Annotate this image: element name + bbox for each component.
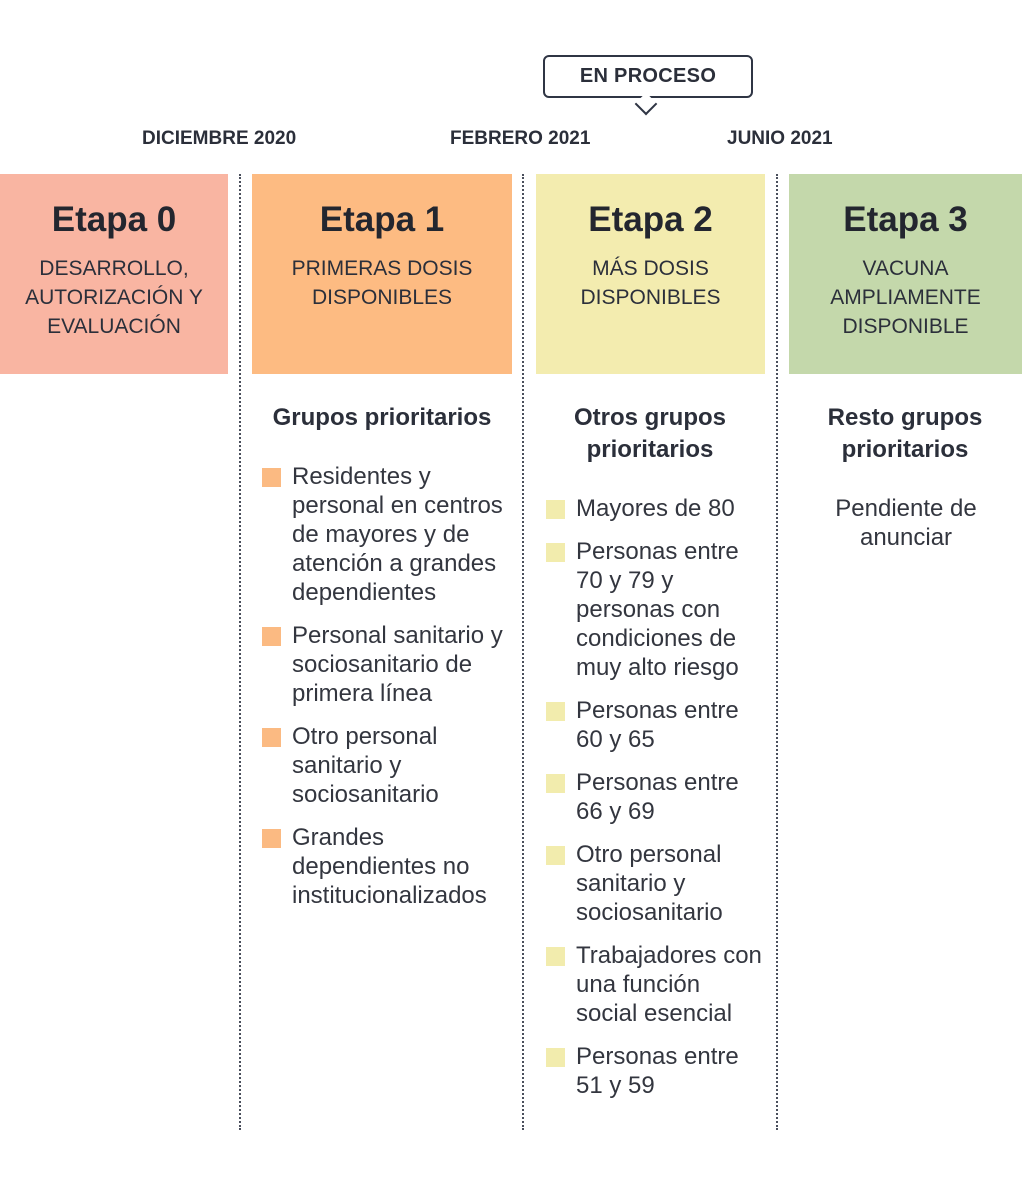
stage-1-group-list: Residentes y personal en centros de mayo… bbox=[262, 462, 522, 924]
list-item-text: Otro personal sanitario y sociosanitario bbox=[576, 841, 723, 926]
timeline-divider bbox=[239, 174, 241, 1130]
list-item-text: Personas entre 66 y 69 bbox=[576, 769, 739, 825]
in-progress-callout: EN PROCESO bbox=[543, 55, 753, 98]
list-item-text: Otro personal sanitario y sociosanitario bbox=[292, 723, 439, 808]
bullet-square-icon bbox=[262, 627, 281, 646]
bullet-square-icon bbox=[546, 1048, 565, 1067]
list-item: Grandes dependientes no institucionaliza… bbox=[262, 823, 522, 910]
stage-title: Etapa 3 bbox=[843, 200, 968, 239]
date-label-jun-2021: JUNIO 2021 bbox=[727, 128, 833, 149]
list-item: Personas entre 60 y 65 bbox=[546, 696, 768, 754]
bullet-square-icon bbox=[262, 728, 281, 747]
stage-title: Etapa 0 bbox=[51, 200, 177, 239]
bullet-square-icon bbox=[262, 829, 281, 848]
bullet-square-icon bbox=[546, 702, 565, 721]
stage-subtitle: PRIMERAS DOSIS DISPONIBLES bbox=[291, 257, 473, 309]
list-item: Personal sanitario y sociosanitario de p… bbox=[262, 621, 522, 708]
list-item: Otro personal sanitario y sociosanitario bbox=[546, 840, 768, 927]
bullet-square-icon bbox=[546, 947, 565, 966]
list-item-text: Grandes dependientes no institucionaliza… bbox=[292, 824, 487, 909]
timeline-divider bbox=[776, 174, 778, 1130]
list-item-text: Mayores de 80 bbox=[576, 495, 735, 522]
timeline-divider bbox=[522, 174, 524, 1130]
list-item-text: Personas entre 51 y 59 bbox=[576, 1043, 739, 1099]
list-item-text: Personal sanitario y sociosanitario de p… bbox=[292, 622, 503, 707]
list-item: Residentes y personal en centros de mayo… bbox=[262, 462, 522, 607]
bullet-square-icon bbox=[546, 500, 565, 519]
list-item-text: Personas entre 60 y 65 bbox=[576, 697, 739, 753]
date-label-feb-2021: FEBRERO 2021 bbox=[450, 128, 591, 149]
stage-title: Etapa 2 bbox=[588, 200, 713, 239]
bullet-square-icon bbox=[546, 846, 565, 865]
list-item: Trabajadores con una función social esen… bbox=[546, 941, 768, 1028]
stage-3-pending-note: Pendiente de anunciar bbox=[835, 495, 977, 551]
stage-3-box: Etapa 3 VACUNA AMPLIAMENTE DISPONIBLE bbox=[789, 174, 1022, 374]
stage-subtitle: DESARROLLO, AUTORIZACIÓN Y EVALUACIÓN bbox=[25, 257, 203, 338]
stage-3-group-heading: Resto grupos prioritarios bbox=[827, 404, 983, 463]
stage-title: Etapa 1 bbox=[319, 200, 445, 239]
stage-subtitle: MÁS DOSIS DISPONIBLES bbox=[580, 257, 721, 309]
stage-0-box: Etapa 0 DESARROLLO, AUTORIZACIÓN Y EVALU… bbox=[0, 174, 228, 374]
bullet-square-icon bbox=[262, 468, 281, 487]
list-item: Personas entre 66 y 69 bbox=[546, 768, 768, 826]
stage-1-box: Etapa 1 PRIMERAS DOSIS DISPONIBLES bbox=[252, 174, 512, 374]
list-item: Personas entre 51 y 59 bbox=[546, 1042, 768, 1100]
list-item-text: Residentes y personal en centros de mayo… bbox=[292, 463, 503, 606]
list-item: Otro personal sanitario y sociosanitario bbox=[262, 722, 522, 809]
list-item-text: Personas entre 70 y 79 y personas con co… bbox=[576, 538, 739, 681]
stage-2-group-list: Mayores de 80 Personas entre 70 y 79 y p… bbox=[546, 494, 768, 1114]
list-item: Personas entre 70 y 79 y personas con co… bbox=[546, 537, 768, 682]
stage-1-group-heading: Grupos prioritarios bbox=[272, 404, 492, 431]
stage-2-group-heading: Otros grupos prioritarios bbox=[573, 404, 726, 463]
callout-label: EN PROCESO bbox=[579, 65, 717, 87]
list-item: Mayores de 80 bbox=[546, 494, 768, 523]
stage-subtitle: VACUNA AMPLIAMENTE DISPONIBLE bbox=[830, 257, 981, 338]
bullet-square-icon bbox=[546, 774, 565, 793]
stage-2-box: Etapa 2 MÁS DOSIS DISPONIBLES bbox=[536, 174, 765, 374]
date-label-dec-2020: DICIEMBRE 2020 bbox=[142, 128, 297, 149]
list-item-text: Trabajadores con una función social esen… bbox=[576, 942, 762, 1027]
bullet-square-icon bbox=[546, 543, 565, 562]
